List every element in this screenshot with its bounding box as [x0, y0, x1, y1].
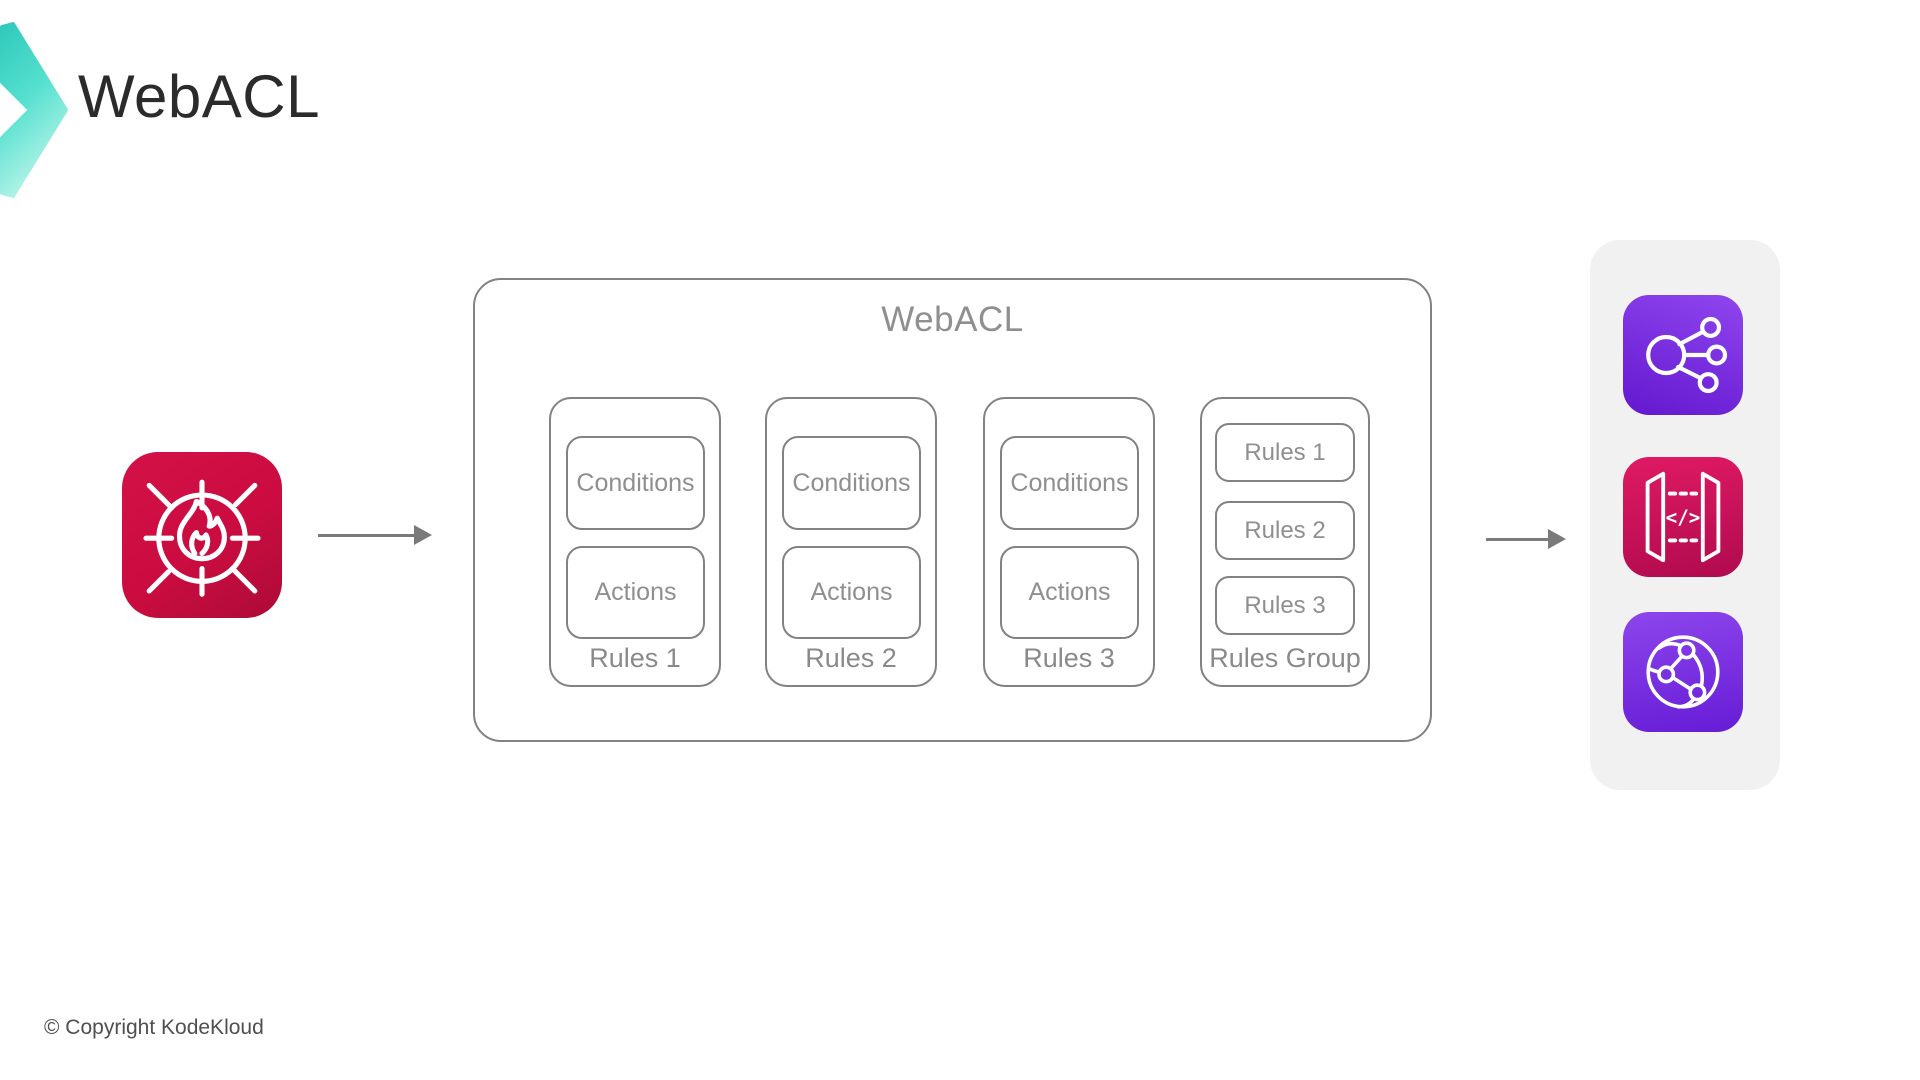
rules-group-column: Rules 1 Rules 2 Rules 3 Rules Group	[1200, 397, 1370, 687]
api-gateway-icon: </>	[1623, 457, 1743, 577]
webacl-container-title: WebACL	[881, 300, 1024, 339]
elastic-load-balancer-icon	[1623, 295, 1743, 415]
copyright-text: © Copyright KodeKloud	[44, 1016, 264, 1039]
rule-column-label: Rules 2	[805, 643, 897, 673]
rule-column-2: Conditions Actions Rules 2	[765, 397, 937, 687]
conditions-box: Conditions	[1000, 436, 1139, 530]
arrow-head	[414, 525, 432, 545]
group-rule-box: Rules 2	[1215, 501, 1355, 560]
rule-column-3: Conditions Actions Rules 3	[983, 397, 1155, 687]
svg-text:</>: </>	[1666, 506, 1701, 529]
arrow-shaft	[318, 533, 416, 537]
actions-box: Actions	[782, 546, 921, 639]
group-rule-box: Rules 1	[1215, 423, 1355, 482]
flow-arrow-right	[1486, 529, 1566, 549]
cloudfront-icon	[1623, 612, 1743, 732]
rule-column-label: Rules 3	[1023, 643, 1115, 673]
load-balancer-glyph	[1646, 316, 1728, 394]
rule-column-1: Conditions Actions Rules 1	[549, 397, 721, 687]
conditions-box: Conditions	[566, 436, 705, 530]
flow-arrow-left	[318, 525, 432, 545]
waf-flame-target-glyph	[143, 479, 261, 597]
aws-waf-icon	[122, 452, 282, 618]
actions-box: Actions	[1000, 546, 1139, 639]
group-rule-box: Rules 3	[1215, 576, 1355, 635]
page-title: WebACL	[78, 63, 321, 130]
rules-group-label: Rules Group	[1209, 643, 1361, 673]
webacl-container: WebACL Conditions Actions Rules 1 Condit…	[473, 278, 1432, 742]
arrow-head	[1548, 529, 1566, 549]
kodekloud-chevron-logo	[0, 22, 68, 198]
actions-box: Actions	[566, 546, 705, 639]
conditions-box: Conditions	[782, 436, 921, 530]
api-gateway-glyph: </>	[1645, 471, 1721, 563]
rule-column-label: Rules 1	[589, 643, 681, 673]
cloudfront-globe-glyph	[1646, 635, 1720, 709]
arrow-shaft	[1486, 537, 1550, 541]
